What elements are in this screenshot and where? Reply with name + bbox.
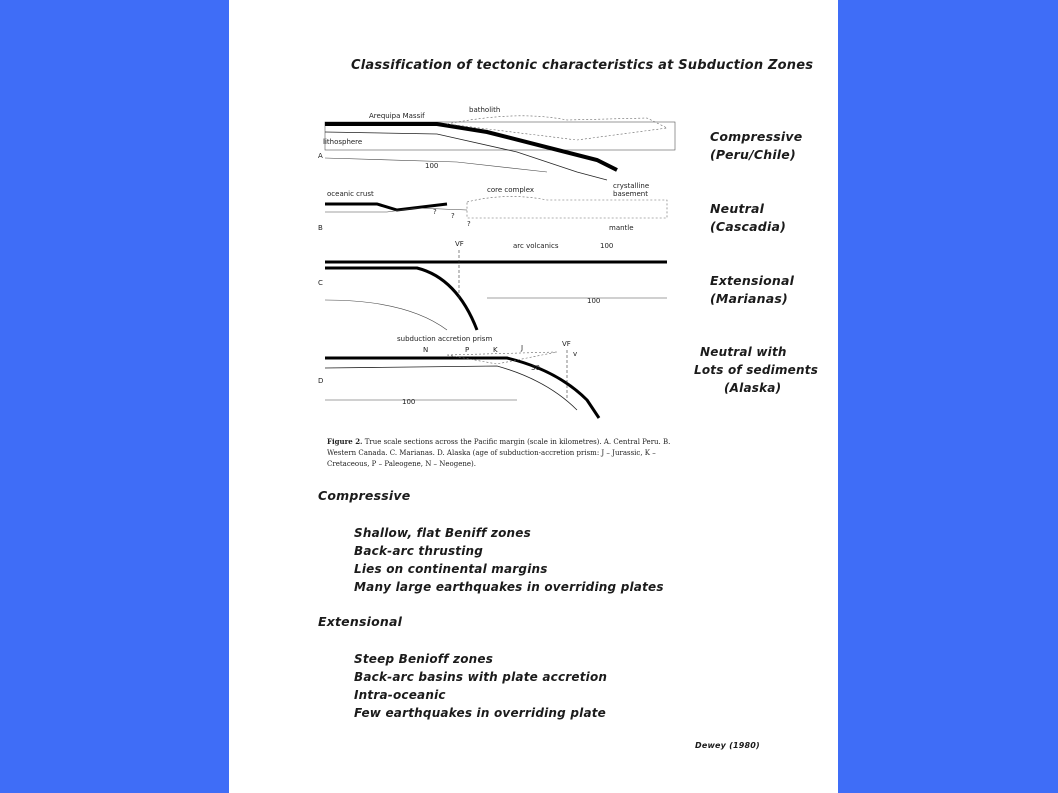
label-b-line-1: Neutral [710,200,786,218]
list-item: Shallow, flat Beniff zones [354,524,664,542]
panel-d-section: D subduction accretion prism N P K J 30 … [318,335,599,418]
arequipa-massif-label: Arequipa Massif [369,112,425,120]
cross-sections-svg: A Arequipa Massif batholith lithosphere … [317,100,677,420]
lithosphere-label: lithosphere [323,138,362,146]
label-extensional-marianas: Extensional (Marianas) [710,272,794,308]
label-c-line-1: Extensional [710,272,794,290]
caption-text: True scale sections across the Pacific m… [327,438,670,468]
panel-d-v-label: v [573,350,577,358]
panel-b-letter: B [318,224,323,232]
list-item: Lies on continental margins [354,560,664,578]
label-d-line-1: Neutral with [694,343,818,361]
extensional-heading: Extensional [318,614,402,629]
age-n-label: N [423,346,428,354]
compressive-heading: Compressive [318,488,410,503]
list-item: Many large earthquakes in overriding pla… [354,578,664,596]
age-p-label: P [465,346,469,354]
list-item: Back-arc basins with plate accretion [354,668,607,686]
list-item: Back-arc thrusting [354,542,664,560]
panel-d-depth-label: 100 [402,398,415,406]
question-mark-1: ? [433,208,437,216]
list-item: Few earthquakes in overriding plate [354,704,607,722]
panel-a-letter: A [318,152,323,160]
age-k-label: K [493,346,498,354]
question-mark-3: ? [467,220,471,228]
panel-d-letter: D [318,377,323,385]
age-j-label: J [520,344,523,352]
accretion-prism-label: subduction accretion prism [397,335,492,343]
list-item: Intra-oceanic [354,686,607,704]
panel-c-section: C VF arc volcanics 100 100 [318,240,667,330]
core-complex-label: core complex [487,186,534,194]
panel-a-depth-label: 100 [425,162,438,170]
label-neutral-alaska: Neutral with Lots of sediments (Alaska) [694,343,818,397]
label-neutral-cascadia: Neutral (Cascadia) [710,200,786,236]
extensional-list: Steep Benioff zones Back-arc basins with… [354,650,607,722]
label-b-line-2: (Cascadia) [710,218,786,236]
crystalline-label: crystalline [613,182,649,190]
panel-c-vf-label: VF [455,240,464,248]
panel-c-letter: C [318,279,323,287]
caption-figure-number: Figure 2. [327,437,363,446]
list-item: Steep Benioff zones [354,650,607,668]
arc-volcanics-label: arc volcanics [513,242,559,250]
batholith-label: batholith [469,106,500,114]
panel-d-vf-label: VF [562,340,571,348]
panel-c-depth-label: 100 [587,297,600,305]
mantle-label: mantle [609,224,634,232]
basement-label: basement [613,190,648,198]
label-c-line-2: (Marianas) [710,290,794,308]
label-d-line-2: Lots of sediments [694,361,818,379]
oceanic-crust-label: oceanic crust [327,190,374,198]
slide-title: Classification of tectonic characteristi… [351,58,813,73]
label-a-line-2: (Peru/Chile) [710,146,802,164]
subduction-cross-sections-figure: A Arequipa Massif batholith lithosphere … [317,100,677,420]
label-a-line-1: Compressive [710,128,802,146]
citation-credit: Dewey (1980) [695,741,760,750]
panel-c-depth-top-label: 100 [600,242,613,250]
label-compressive-peru: Compressive (Peru/Chile) [710,128,802,164]
slide-page: Classification of tectonic characteristi… [229,0,838,793]
panel-d-30-label: 30 [531,364,540,372]
panel-a-section: A Arequipa Massif batholith lithosphere … [318,106,675,180]
question-mark-2: ? [451,212,455,220]
label-d-line-3: (Alaska) [694,379,818,397]
panel-b-section: B oceanic crust core complex crystalline… [318,182,667,232]
figure-caption: Figure 2. True scale sections across the… [327,436,679,470]
compressive-list: Shallow, flat Beniff zones Back-arc thru… [354,524,664,596]
